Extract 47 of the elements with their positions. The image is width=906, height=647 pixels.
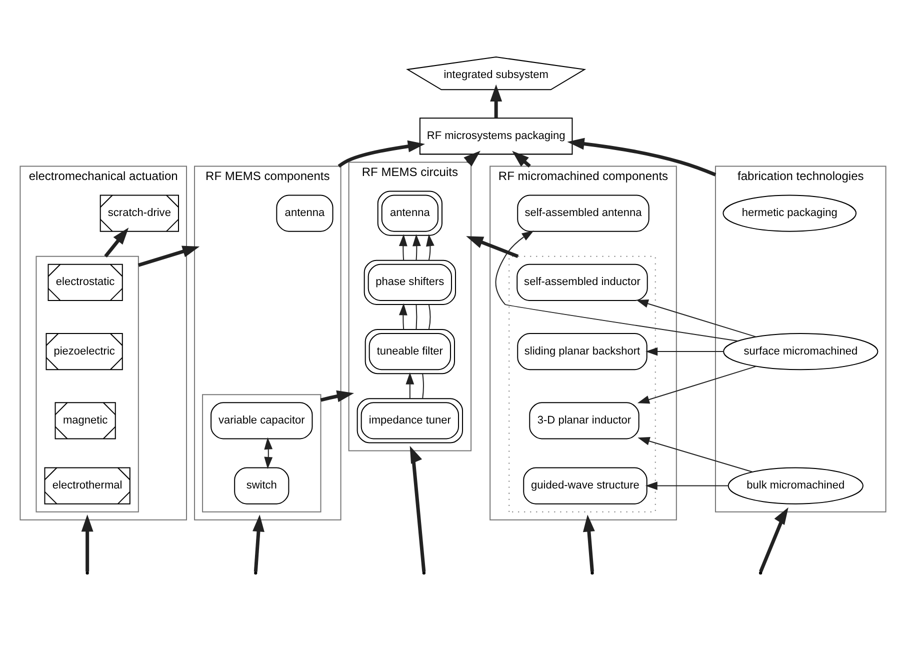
arrow bbox=[464, 150, 480, 166]
cluster bbox=[508, 255, 656, 512]
arrow bbox=[406, 372, 414, 398]
node-ellipse: hermetic packaging bbox=[722, 194, 857, 232]
arrow bbox=[567, 137, 716, 176]
node-box: tuneable filter bbox=[364, 328, 455, 374]
node-box: self-assembled inductor bbox=[516, 263, 648, 300]
node-ellipse: surface micromachined bbox=[723, 332, 878, 370]
arrow bbox=[495, 230, 738, 341]
arrow bbox=[138, 245, 200, 266]
arrow bbox=[398, 234, 408, 260]
node-ellipse: bulk micromachined bbox=[728, 466, 864, 504]
connector bbox=[416, 304, 418, 330]
node-box: variable capacitor bbox=[210, 402, 313, 439]
arrow bbox=[410, 445, 426, 572]
cluster bbox=[202, 394, 322, 512]
arrow bbox=[398, 302, 408, 330]
connector bbox=[428, 304, 431, 330]
arrow bbox=[104, 227, 129, 257]
node-box: switch bbox=[234, 466, 290, 504]
connector bbox=[422, 372, 424, 398]
node-box: impedance tuner bbox=[356, 398, 464, 443]
arrow bbox=[582, 514, 595, 572]
arrow bbox=[638, 436, 753, 472]
node-box: self-assembled antenna bbox=[517, 194, 650, 232]
node-box: sliding planar backshort bbox=[517, 332, 648, 370]
node-box: phase shifters bbox=[364, 259, 456, 304]
arrow bbox=[759, 506, 788, 572]
arrow bbox=[636, 299, 756, 337]
arrow bbox=[646, 346, 724, 356]
arrow bbox=[338, 140, 426, 168]
arrow bbox=[637, 365, 757, 404]
arrow bbox=[252, 514, 264, 572]
arrow bbox=[490, 84, 502, 118]
node-box: guided-wave structure bbox=[523, 466, 648, 504]
arrow bbox=[320, 390, 354, 402]
cluster bbox=[36, 255, 139, 512]
arrow bbox=[466, 236, 519, 258]
node-box: antenna bbox=[377, 190, 442, 236]
arrow bbox=[81, 514, 94, 572]
node-box: antenna bbox=[276, 194, 334, 232]
arrow bbox=[426, 234, 434, 260]
arrow bbox=[645, 481, 728, 490]
node-box: 3-D planar inductor bbox=[529, 402, 640, 439]
node-box: RF microsystems packaging bbox=[419, 117, 573, 154]
arrow bbox=[264, 436, 273, 469]
arrow bbox=[412, 234, 421, 260]
